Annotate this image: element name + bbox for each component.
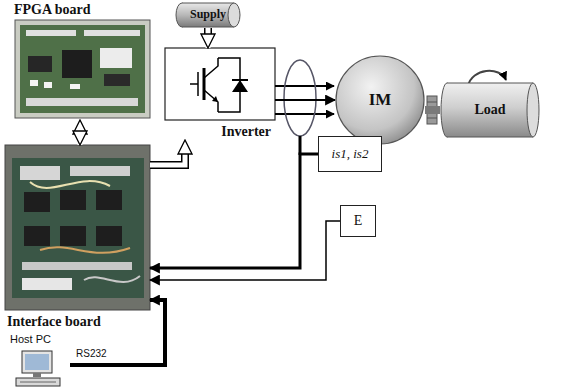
interface-board-photo xyxy=(5,145,150,310)
signal-box: is1, is2 xyxy=(318,136,382,172)
serial-link xyxy=(70,300,165,365)
inverter-box xyxy=(165,48,275,120)
host-pc-icon xyxy=(16,351,60,386)
connector-group xyxy=(150,140,185,165)
connector-group xyxy=(425,110,440,111)
board-label: Interface board xyxy=(7,314,101,330)
motor-label: IM xyxy=(369,90,392,110)
fpga-board: FPGA board xyxy=(10,2,155,120)
supply-label: Supply xyxy=(190,8,226,22)
host-pc: Host PC xyxy=(10,333,70,388)
pc-label: Host PC xyxy=(10,333,51,346)
connector-group xyxy=(150,154,318,268)
motor-shaft xyxy=(425,106,440,114)
speed-feedback-line xyxy=(150,221,340,280)
current-feedback-line xyxy=(150,154,318,268)
connector-group xyxy=(80,120,81,145)
load-label: Load xyxy=(474,102,505,118)
supply-cylinder: Supply xyxy=(175,2,241,28)
connector-group xyxy=(70,300,165,365)
connector-group xyxy=(208,28,209,48)
load-cylinder: Load xyxy=(440,82,540,138)
sensor-lead xyxy=(299,136,302,155)
interface-board: Interface board xyxy=(5,145,150,330)
data-bus-arrow xyxy=(78,120,83,145)
gate-signal-arrow xyxy=(150,140,185,165)
signal-name: is1, is2 xyxy=(332,147,369,162)
connector-group xyxy=(150,221,340,280)
motor-circle: IM xyxy=(335,55,425,145)
connector-group xyxy=(275,100,335,101)
current-sensor xyxy=(284,60,316,136)
port-label: RS232 xyxy=(76,348,107,359)
block-label: Inverter xyxy=(221,124,271,140)
inverter-block: Inverter xyxy=(165,48,275,140)
signal-box: E xyxy=(340,205,376,237)
signal-name: E xyxy=(354,213,363,229)
fpga-board-photo xyxy=(15,20,150,118)
phase-wire xyxy=(275,99,335,101)
power-arrow xyxy=(206,28,211,48)
board-label: FPGA board xyxy=(14,2,91,18)
